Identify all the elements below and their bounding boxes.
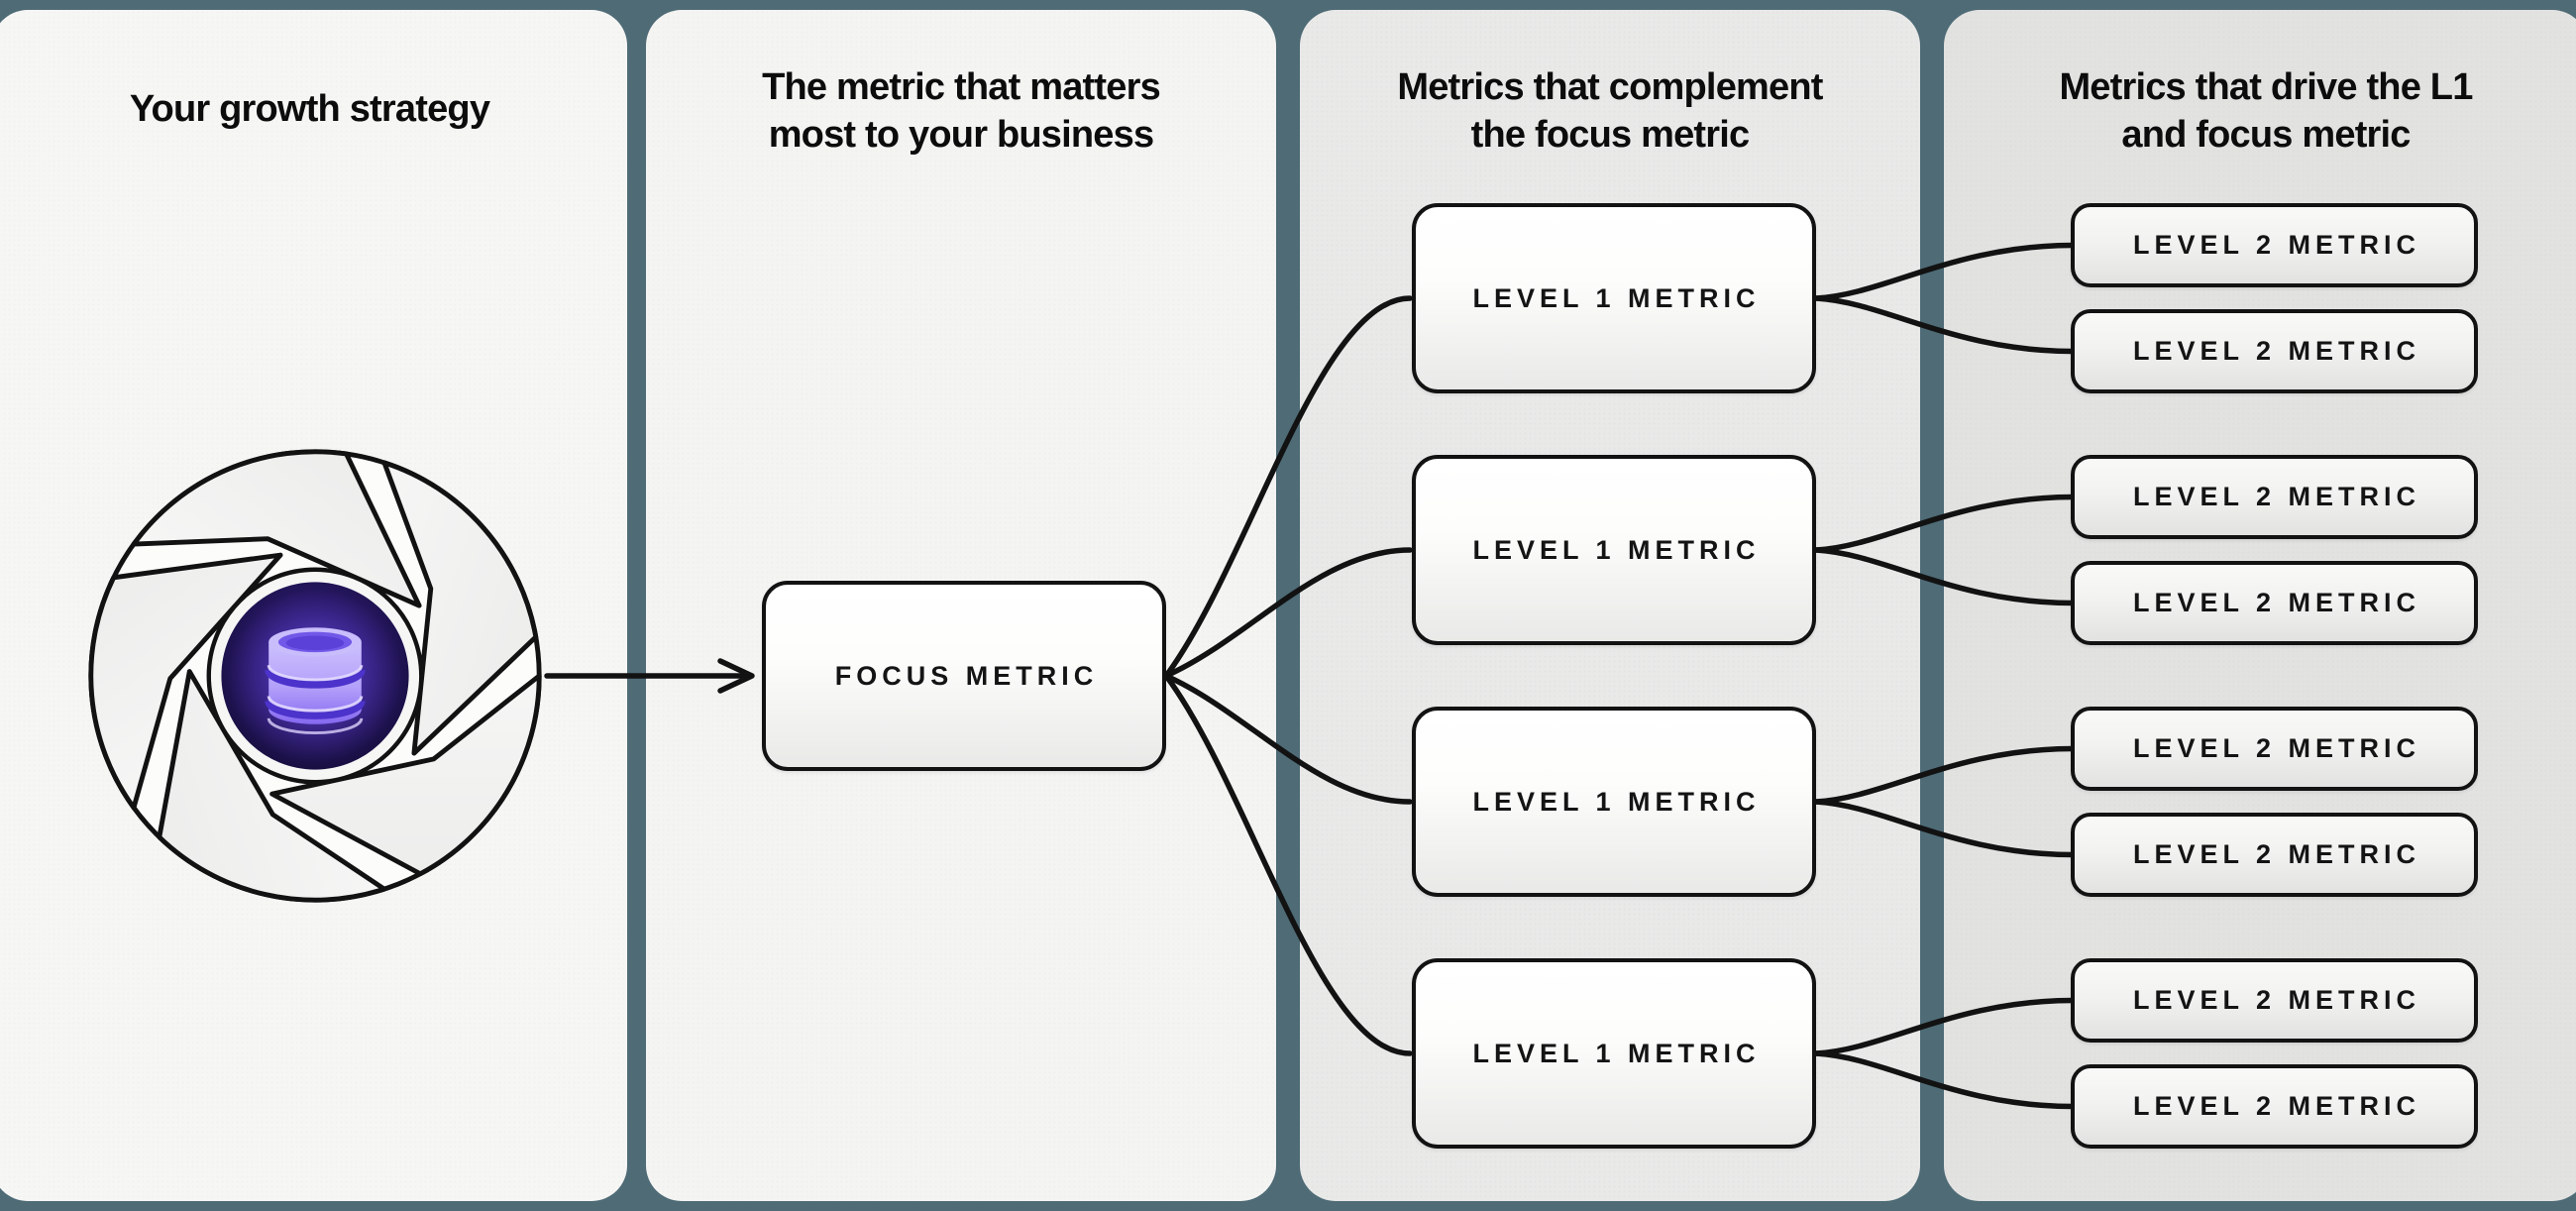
level2-metric-box: LEVEL 2 METRIC (2071, 707, 2478, 791)
level2-metric-box: LEVEL 2 METRIC (2071, 561, 2478, 645)
panel-title-line: Your growth strategy (129, 88, 490, 130)
panel-title: The metric that matters most to your bus… (646, 63, 1276, 159)
panel-title-line: most to your business (768, 114, 1154, 156)
level2-metric-label: LEVEL 2 METRIC (2132, 733, 2421, 763)
level2-metric-box: LEVEL 2 METRIC (2071, 813, 2478, 897)
level2-metric-box: LEVEL 2 METRIC (2071, 455, 2478, 539)
level1-metric-box: LEVEL 1 METRIC (1412, 707, 1816, 897)
level2-metric-box: LEVEL 2 METRIC (2071, 1064, 2478, 1149)
focus-metric-box: FOCUS METRIC (762, 581, 1166, 771)
shutter-blades (88, 449, 542, 903)
level1-metric-box: LEVEL 1 METRIC (1412, 203, 1816, 393)
level2-metric-box: LEVEL 2 METRIC (2071, 309, 2478, 393)
level2-metric-label: LEVEL 2 METRIC (2132, 230, 2421, 260)
level2-metric-box: LEVEL 2 METRIC (2071, 958, 2478, 1043)
level1-metric-label: LEVEL 1 METRIC (1472, 282, 1761, 313)
database-icon (265, 627, 366, 734)
panel-title-line: and focus metric (2121, 114, 2411, 156)
level1-metric-label: LEVEL 1 METRIC (1472, 534, 1761, 565)
level2-metric-label: LEVEL 2 METRIC (2132, 588, 2421, 617)
panel-title: Metrics that drive the L1 and focus metr… (1944, 63, 2576, 159)
level1-metric-box: LEVEL 1 METRIC (1412, 958, 1816, 1149)
panel-title-line: Metrics that complement (1397, 66, 1823, 108)
level1-metric-label: LEVEL 1 METRIC (1472, 1038, 1761, 1068)
panel-title-line: the focus metric (1470, 114, 1751, 156)
level2-metric-label: LEVEL 2 METRIC (2132, 336, 2421, 366)
panel-title-line: The metric that matters (762, 66, 1161, 108)
level2-metric-label: LEVEL 2 METRIC (2132, 839, 2421, 869)
focus-metric-label: FOCUS METRIC (834, 660, 1099, 691)
level1-metric-box: LEVEL 1 METRIC (1412, 455, 1816, 645)
panel-title: Your growth strategy (0, 85, 627, 133)
panel-title-line: Metrics that drive the L1 (2059, 66, 2473, 108)
level2-metric-label: LEVEL 2 METRIC (2132, 1091, 2421, 1121)
level1-metric-label: LEVEL 1 METRIC (1472, 786, 1761, 817)
level2-metric-label: LEVEL 2 METRIC (2132, 482, 2421, 511)
level2-metric-label: LEVEL 2 METRIC (2132, 985, 2421, 1015)
growth-cycle-icon (88, 449, 542, 903)
panel-title: Metrics that complement the focus metric (1300, 63, 1920, 159)
level2-metric-box: LEVEL 2 METRIC (2071, 203, 2478, 287)
